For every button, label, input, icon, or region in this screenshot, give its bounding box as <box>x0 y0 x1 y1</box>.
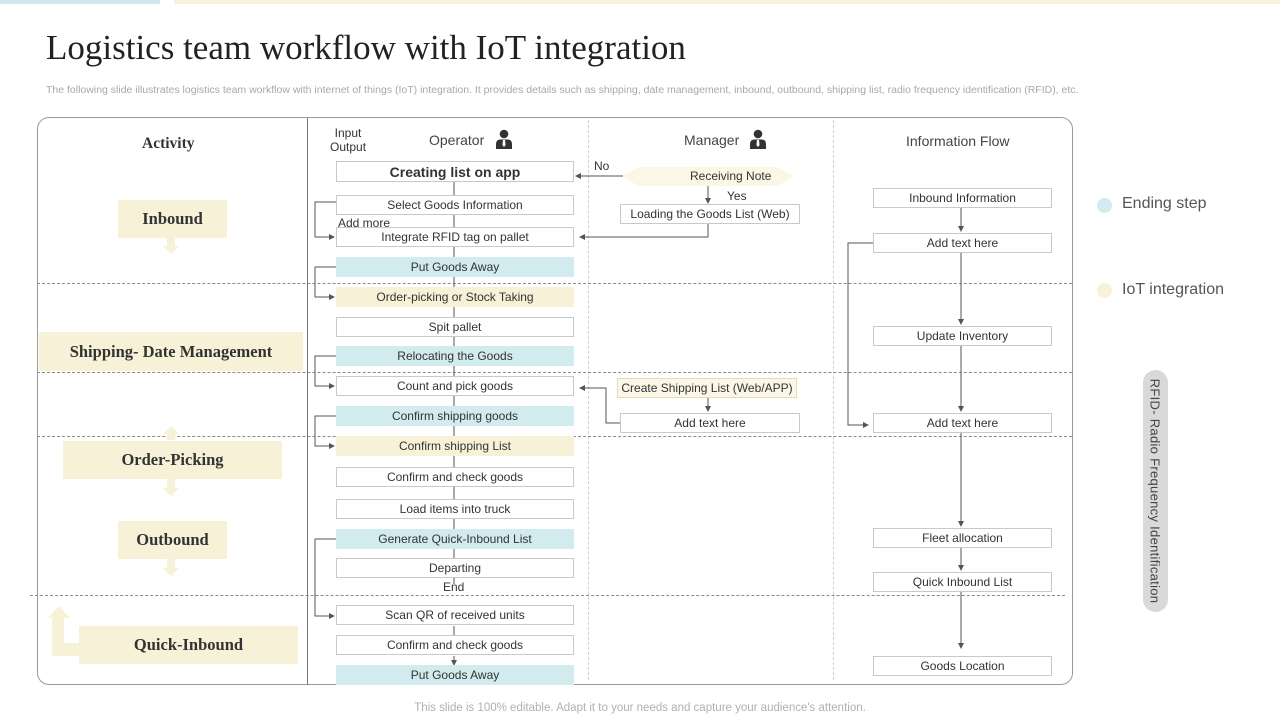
manager-info-divider <box>833 120 834 680</box>
legend-ending-step-dot <box>1097 198 1112 213</box>
end-label: End <box>443 580 465 594</box>
step-generate-quick-inbound-list: Generate Quick-Inbound List <box>336 529 574 549</box>
step-put-goods-away-2: Put Goods Away <box>336 665 574 685</box>
row-separator-4 <box>30 595 1065 596</box>
activity-shipping-date-management: Shipping- Date Management <box>39 332 303 371</box>
add-more-label: Add more <box>338 216 391 230</box>
footer-note: This slide is 100% editable. Adapt it to… <box>414 702 866 714</box>
activity-header: Activity <box>142 135 195 152</box>
info-quick-inbound-list: Quick Inbound List <box>873 572 1052 592</box>
step-receiving-note: Receiving Note <box>690 169 772 183</box>
no-label: No <box>594 159 610 173</box>
step-creating-list-on-app: Creating list on app <box>336 161 574 182</box>
rfid-label: RFID- Radio Frequency Identification <box>1147 378 1163 604</box>
step-order-picking-or-stock-taking: Order-picking or Stock Taking <box>336 287 574 307</box>
page-title: Logistics team workflow with IoT integra… <box>46 28 686 67</box>
step-confirm-shipping-list: Confirm shipping List <box>336 436 574 456</box>
page-subtitle: The following slide illustrates logistic… <box>46 84 1079 96</box>
step-manager-add-text-here: Add text here <box>620 413 800 433</box>
rfid-sidebar <box>1143 370 1168 612</box>
operator-user-icon <box>496 129 512 149</box>
info-goods-location: Goods Location <box>873 656 1052 676</box>
row-separator-1 <box>37 283 1072 284</box>
legend-iot-integration-label: IoT integration <box>1122 281 1224 298</box>
step-confirm-and-check-goods-2: Confirm and check goods <box>336 635 574 655</box>
info-update-inventory: Update Inventory <box>873 326 1052 346</box>
step-scan-qr-of-received-units: Scan QR of received units <box>336 605 574 625</box>
activity-divider <box>307 118 308 685</box>
step-confirm-shipping-goods: Confirm shipping goods <box>336 406 574 426</box>
legend-iot-integration-dot <box>1097 283 1112 298</box>
information-flow-header: Information Flow <box>906 133 1010 149</box>
step-create-shipping-list: Create Shipping List (Web/APP) <box>617 378 797 398</box>
step-departing: Departing <box>336 558 574 578</box>
step-confirm-and-check-goods: Confirm and check goods <box>336 467 574 487</box>
input-output-header: Input Output <box>330 126 367 154</box>
step-count-and-pick-goods: Count and pick goods <box>336 376 574 396</box>
step-loading-the-goods-list: Loading the Goods List (Web) <box>620 204 800 224</box>
step-select-goods-information: Select Goods Information <box>336 195 574 215</box>
activity-order-picking: Order-Picking <box>63 441 282 479</box>
step-integrate-rfid-tag: Integrate RFID tag on pallet <box>336 227 574 247</box>
operator-header: Operator <box>429 132 485 148</box>
yes-label: Yes <box>727 189 747 203</box>
step-spit-pallet: Spit pallet <box>336 317 574 337</box>
top-accent-bar-yellow <box>174 0 1280 4</box>
info-add-text-here-2: Add text here <box>873 413 1052 433</box>
info-fleet-allocation: Fleet allocation <box>873 528 1052 548</box>
step-relocating-the-goods: Relocating the Goods <box>336 346 574 366</box>
operator-manager-divider <box>588 120 589 680</box>
manager-user-icon <box>750 129 766 149</box>
step-load-items-into-truck: Load items into truck <box>336 499 574 519</box>
manager-header: Manager <box>684 132 740 148</box>
top-accent-bar-blue <box>0 0 160 4</box>
activity-quick-inbound: Quick-Inbound <box>79 626 298 664</box>
info-inbound-information: Inbound Information <box>873 188 1052 208</box>
info-add-text-here-1: Add text here <box>873 233 1052 253</box>
activity-inbound: Inbound <box>118 200 227 238</box>
row-separator-2 <box>37 372 1072 373</box>
activity-outbound: Outbound <box>118 521 227 559</box>
step-put-goods-away: Put Goods Away <box>336 257 574 277</box>
legend-ending-step-label: Ending step <box>1122 195 1207 212</box>
